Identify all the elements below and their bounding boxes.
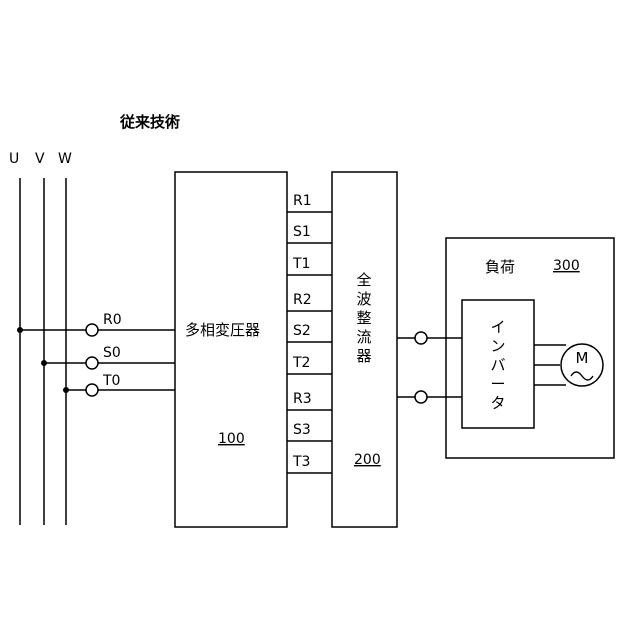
dc-link-upper	[397, 332, 462, 344]
output-label-s2: S2	[293, 323, 311, 339]
rectifier-char-3: 整	[356, 309, 371, 327]
output-label-r1: R1	[293, 193, 312, 209]
inverter-char-1: イ	[490, 318, 505, 336]
phase-label-v: V	[35, 151, 45, 167]
output-label-s3: S3	[293, 422, 311, 438]
output-label-t3: T3	[292, 454, 310, 470]
rectifier-char-1: 全	[356, 271, 371, 289]
rectifier-ref: 200	[354, 452, 381, 468]
input-wire-t0	[66, 384, 175, 396]
phase-label-u: U	[9, 151, 19, 167]
rectifier-char-5: 器	[356, 347, 371, 365]
inverter-char-5: タ	[490, 394, 505, 412]
load-label: 負荷	[485, 258, 515, 276]
dc-link-lower	[397, 391, 462, 403]
inverter-char-2: ン	[490, 337, 505, 355]
inverter-char-3: バ	[490, 356, 505, 374]
transformer-ref: 100	[218, 431, 245, 447]
input-label-t0: T0	[102, 373, 120, 389]
inverter-char-4: ー	[490, 375, 505, 393]
inverter-label: イ ン バ ー タ	[490, 318, 505, 412]
transformer-block	[175, 172, 287, 527]
input-label-s0: S0	[103, 345, 121, 361]
rectifier-label: 全 波 整 流 器	[356, 271, 371, 365]
input-label-r0: R0	[103, 312, 122, 328]
phase-label-w: W	[58, 151, 72, 167]
load-ref: 300	[553, 258, 580, 274]
output-label-s1: S1	[293, 224, 311, 240]
output-label-t2: T2	[292, 355, 310, 371]
motor-label: M	[576, 349, 589, 367]
output-label-t1: T1	[292, 256, 310, 272]
diagram-title: 従来技術	[119, 113, 180, 131]
rectifier-char-2: 波	[356, 290, 371, 308]
output-label-r2: R2	[293, 292, 312, 308]
rectifier-char-4: 流	[356, 328, 371, 346]
transformer-label: 多相変圧器	[185, 321, 260, 339]
output-label-r3: R3	[293, 391, 312, 407]
